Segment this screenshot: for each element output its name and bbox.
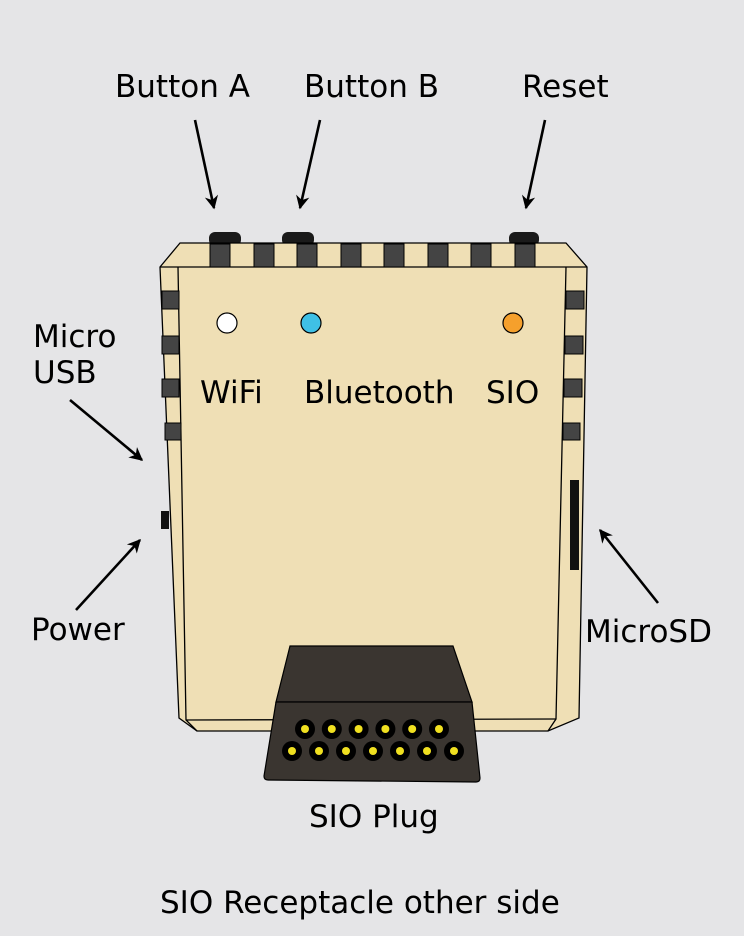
sio-pin-contact — [396, 747, 404, 755]
micro-usb-label: Micro USB — [33, 319, 117, 391]
pointer-arrows — [69, 119, 660, 611]
sio-pin-contact — [450, 747, 458, 755]
sio-pin-contact — [423, 747, 431, 755]
sio-pin-contact — [369, 747, 377, 755]
sio-pin-contact — [354, 725, 363, 733]
sio-pin-contact — [315, 747, 323, 755]
vent-stripes — [161, 243, 585, 441]
microsd-slot[interactable] — [570, 480, 579, 570]
wifi-label: WiFi — [200, 375, 263, 411]
arrow-micro-usb — [69, 399, 144, 461]
sio-pin-contact — [301, 725, 309, 733]
microsd-label: MicroSD — [585, 614, 712, 650]
sio-pin-contact — [435, 725, 443, 733]
reset-label: Reset — [522, 69, 609, 105]
sio-plug — [263, 645, 481, 783]
sio-pin-contact — [288, 747, 296, 755]
sio-pin-contact — [327, 725, 336, 733]
sio-pin-contact — [342, 747, 350, 755]
power-switch[interactable] — [161, 511, 169, 529]
sio-pins — [282, 719, 464, 761]
bluetooth-led — [300, 312, 322, 334]
sio-led — [502, 312, 524, 334]
arrow-button-a — [193, 119, 219, 210]
bluetooth-label: Bluetooth — [304, 375, 455, 411]
sio-pin-contact — [381, 725, 390, 733]
arrow-power — [75, 539, 141, 611]
footer-caption: SIO Receptacle other side — [160, 885, 560, 921]
power-label: Power — [31, 612, 125, 648]
wifi-led — [216, 312, 238, 334]
sio-plug-label: SIO Plug — [309, 799, 439, 835]
sio-label: SIO — [486, 375, 540, 411]
arrow-button-b — [296, 119, 322, 210]
sio-pin-contact — [408, 725, 417, 733]
button-a-label: Button A — [115, 69, 250, 105]
arrow-reset — [521, 119, 547, 210]
button-b-label: Button B — [304, 69, 439, 105]
arrow-microsd — [598, 528, 660, 604]
